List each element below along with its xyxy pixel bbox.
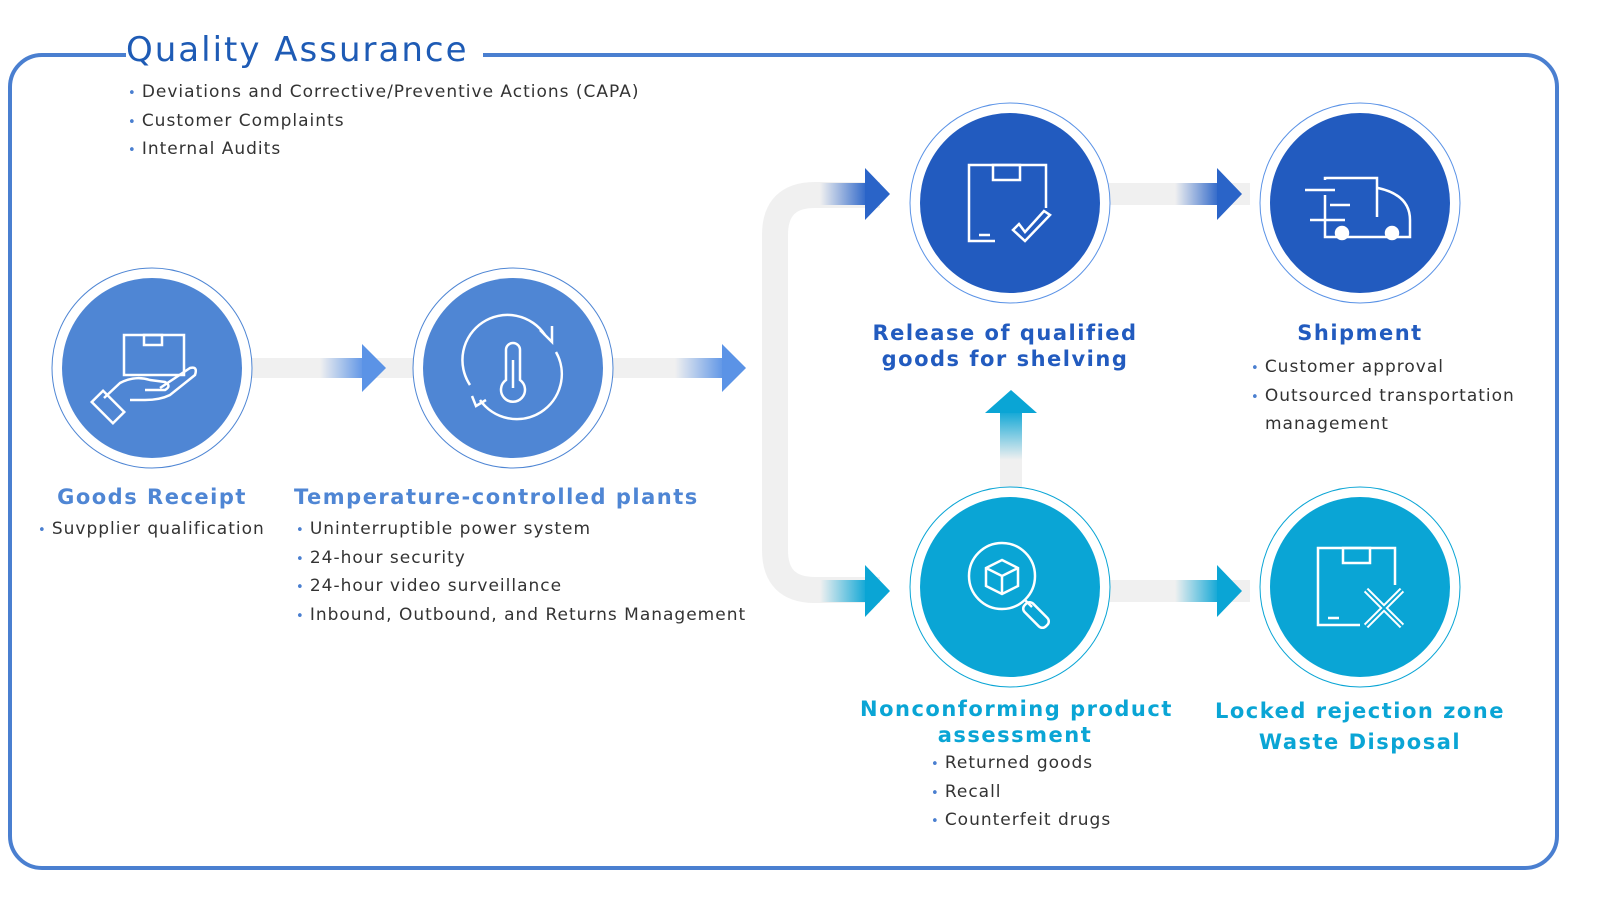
nonconforming-node (909, 486, 1111, 688)
list-item: Inbound, Outbound, and Returns Managemen… (296, 602, 746, 631)
rejection-title: Locked rejection zone Waste Disposal (1210, 696, 1510, 758)
thermometer-cycle-icon (461, 313, 564, 421)
shipment-title: Shipment (1297, 321, 1423, 345)
list-item: 24-hour video surveillance (296, 573, 746, 602)
title-line: Locked rejection zone (1214, 699, 1505, 723)
rejection-node (1259, 486, 1461, 688)
list-item: 24-hour security (296, 545, 746, 574)
release-title: Release of qualified goods for shelving (860, 320, 1150, 372)
temperature-node (412, 267, 614, 469)
goods-receipt-node (51, 267, 253, 469)
list-item: Recall (931, 779, 1111, 808)
nonconforming-title: Nonconforming product assessment (860, 696, 1173, 748)
list-item: Customer approval (1251, 354, 1515, 383)
goods-receipt-title: Goods Receipt (57, 485, 247, 509)
title-line: goods for shelving (881, 347, 1129, 371)
list-item: Returned goods (931, 750, 1111, 779)
arrows (320, 168, 1242, 617)
magnifier-box-icon (967, 541, 1051, 630)
title-line: Release of qualified (872, 321, 1138, 345)
nonconforming-list: Returned goods Recall Counterfeit drugs (931, 750, 1111, 836)
box-x-icon (1316, 546, 1405, 629)
title-line: assessment (937, 723, 1093, 747)
delivery-truck-icon (1305, 176, 1412, 241)
temperature-title: Temperature-controlled plants (294, 485, 699, 509)
frame (8, 53, 1559, 870)
list-item: Deviations and Corrective/Preventive Act… (128, 79, 640, 108)
list-item: Outsourced transportation (1251, 383, 1515, 412)
page-title: Quality Assurance (126, 30, 483, 70)
list-item: management (1265, 414, 1389, 434)
qa-list: Deviations and Corrective/Preventive Act… (128, 79, 640, 165)
box-check-icon (967, 163, 1052, 243)
list-item: Suvpplier qualification (38, 516, 265, 545)
list-item: Customer Complaints (128, 108, 640, 137)
temperature-list: Uninterruptible power system 24-hour sec… (296, 516, 746, 630)
list-item: Uninterruptible power system (296, 516, 746, 545)
list-item: Internal Audits (128, 136, 640, 165)
goods-receipt-list: Suvpplier qualification (38, 516, 265, 545)
title-line: Waste Disposal (1258, 730, 1462, 754)
release-node (909, 102, 1111, 304)
shipment-list: Customer approval Outsourced transportat… (1251, 354, 1515, 440)
list-item: Counterfeit drugs (931, 807, 1111, 836)
shipment-node (1259, 102, 1461, 304)
hand-holding-box-icon (89, 333, 198, 426)
title-line: Nonconforming product (860, 697, 1173, 721)
